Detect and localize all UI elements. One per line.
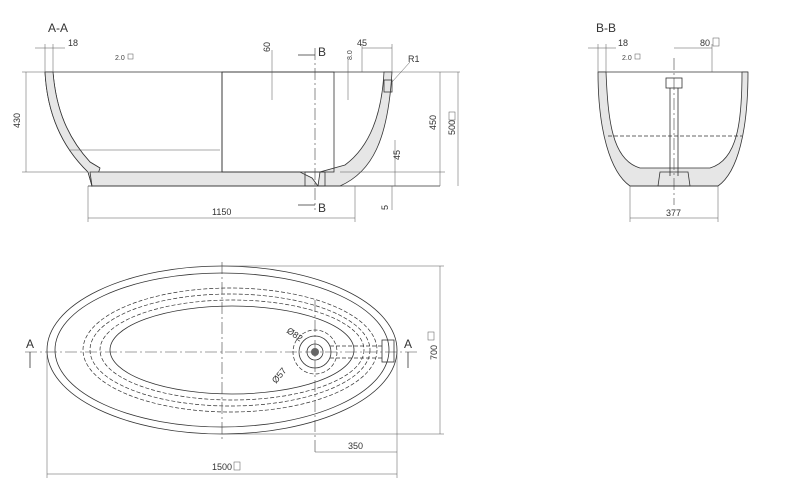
hidden-ellipse-3	[99, 299, 365, 401]
wall-section-left	[44, 71, 101, 187]
overflow-fitting-plan	[381, 339, 395, 363]
dim-1500: 1500	[212, 462, 232, 472]
drain-center	[311, 348, 319, 356]
dim-500: 500	[447, 120, 457, 135]
dim-350: 350	[348, 441, 363, 451]
cut-label-a-right: A	[404, 337, 412, 351]
draft-angle-bb: 2.0	[622, 55, 632, 62]
drain-bb	[657, 171, 691, 187]
cut-label-b-top: B	[318, 45, 326, 59]
dim-wall-18-bb: 18	[618, 38, 628, 48]
overflow-fitting	[383, 79, 393, 93]
cut-label-b-bottom: B	[318, 201, 326, 215]
overflow-fitting-bb	[665, 77, 683, 89]
dim-45-top: 45	[357, 38, 367, 48]
dim-d82: Ø82	[285, 325, 305, 343]
wall-section-right	[317, 71, 393, 187]
radius-r1: R1	[408, 54, 420, 64]
draft-angle-aa: 2.0	[115, 55, 125, 62]
drain-outer-circle	[298, 335, 332, 369]
bottom-section	[89, 171, 319, 187]
cut-label-a-left: A	[26, 337, 34, 351]
dim-80: 80	[700, 38, 710, 48]
dim-1150: 1150	[212, 207, 231, 217]
dim-377: 377	[666, 208, 681, 218]
dim-wall-18: 18	[68, 38, 78, 48]
section-bb: B-B 18 2.0 80 377	[588, 21, 749, 222]
hidden-ellipse-2	[89, 293, 371, 407]
plan-view: Ø82 Ø57 A A 350 1500 700	[25, 262, 444, 478]
dim-5: 5	[380, 205, 390, 210]
drain-inner-circle	[306, 343, 324, 361]
basin-floor-ellipse	[109, 305, 355, 395]
dim-d57: Ø57	[270, 366, 289, 385]
dim-60: 60	[262, 42, 272, 52]
section-aa-title: A-A	[48, 21, 68, 35]
dim-430: 430	[12, 113, 22, 128]
section-aa: A-A B B 18 2.0	[12, 21, 460, 222]
hidden-ellipse-1	[82, 287, 378, 413]
dim-8: 8.0	[347, 50, 354, 60]
overflow-area	[221, 71, 335, 173]
dim-700: 700	[429, 345, 439, 360]
section-bb-title: B-B	[596, 21, 616, 35]
dim-45-side: 45	[392, 150, 402, 160]
shell-section-bb	[597, 71, 749, 187]
drain-hidden-circle	[292, 329, 338, 375]
dim-450: 450	[428, 115, 438, 130]
